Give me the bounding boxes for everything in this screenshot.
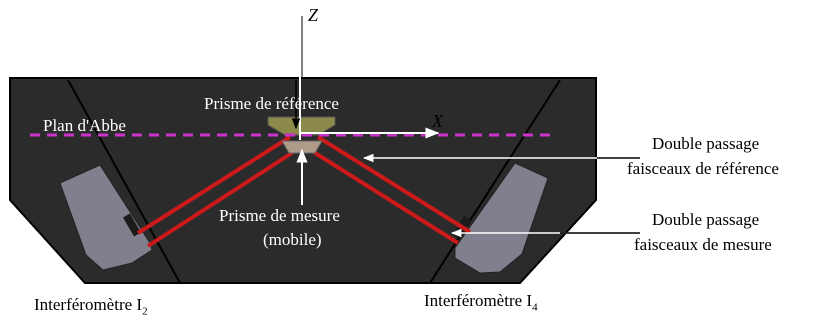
- interferometer-left-text: Interféromètre I: [34, 295, 143, 314]
- double-ref-label-2: faisceaux de référence: [627, 159, 779, 178]
- left-beam-inner: [146, 149, 297, 248]
- left-beam-outer: [136, 135, 292, 235]
- measurement-prism: [281, 140, 323, 154]
- measurement-prism-label: Prisme de mesure: [219, 206, 340, 225]
- double-meas-label-1: Double passage: [652, 210, 760, 229]
- z-axis-label: Z: [308, 5, 319, 25]
- interferometer-right-label: Interféromètre I4: [424, 292, 538, 313]
- left-connector: [123, 213, 141, 237]
- left-interferometer-arm: [59, 164, 153, 271]
- right-divider-line: [429, 79, 561, 284]
- double-meas-label-2: faisceaux de mesure: [634, 235, 772, 254]
- measurement-prism-mobile-label: (mobile): [263, 230, 322, 249]
- interferometer-right-text: Interféromètre I: [424, 291, 533, 310]
- interferometer-left-sub: 2: [142, 305, 148, 318]
- reference-prism-label: Prisme de référence: [204, 94, 339, 113]
- double-ref-label-1: Double passage: [652, 134, 760, 153]
- abbe-plane-label: Plan d'Abbe: [43, 116, 126, 135]
- interferometer-left-label: Interféromètre I2: [34, 296, 148, 317]
- reference-prism: [267, 116, 336, 136]
- right-beam-inner: [310, 149, 460, 245]
- left-divider-line: [67, 79, 181, 284]
- x-axis-label: X: [432, 111, 443, 131]
- right-beam-outer: [316, 135, 472, 234]
- right-interferometer-arm: [454, 162, 549, 274]
- interferometer-right-sub: 4: [532, 301, 538, 314]
